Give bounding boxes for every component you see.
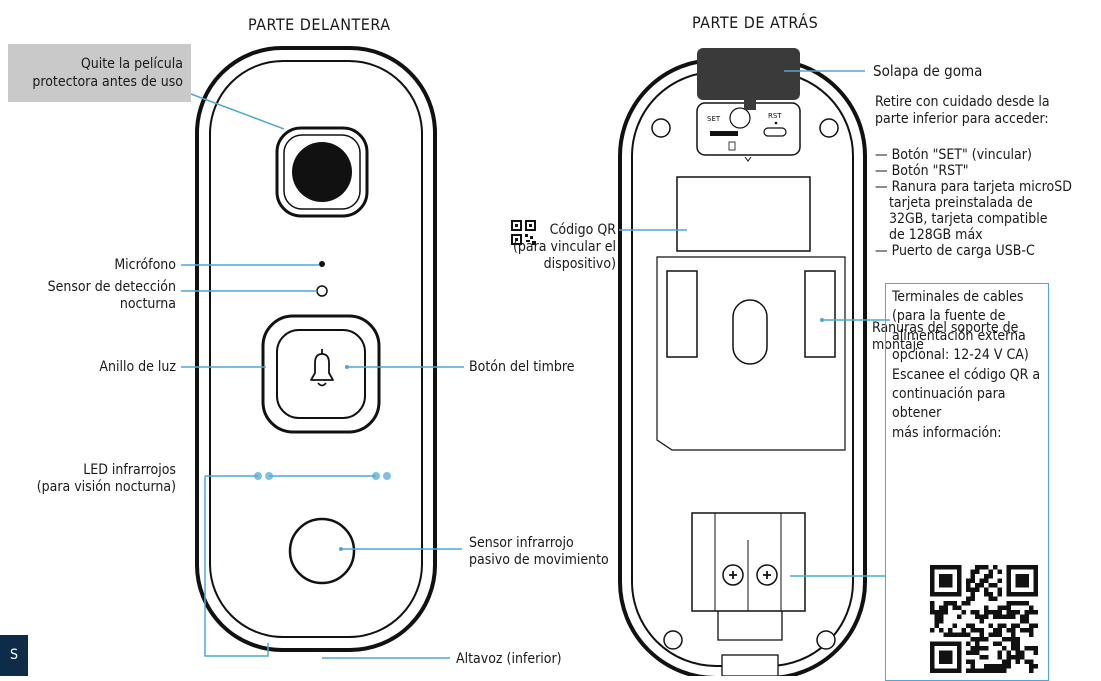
label-line: Código QR (549, 222, 616, 238)
mount-slot (804, 270, 836, 358)
wire-terminals-text: Terminales de cables (para la fuente de … (892, 288, 1047, 443)
back-device: SET RST (618, 48, 867, 676)
cable-channel (717, 611, 783, 641)
label-line: dispositivo) (543, 256, 616, 272)
box-line: (para la fuente de (892, 308, 1006, 325)
front-inner-shell (209, 60, 423, 638)
leader-endpoint (820, 318, 824, 322)
leader-endpoint (339, 547, 343, 551)
camera-bezel (283, 134, 361, 210)
corner-screw (663, 630, 683, 650)
corner-screw (819, 118, 839, 138)
box-line: opcional: 12-24 V CA) (892, 347, 1029, 364)
corner-tab: S (0, 635, 28, 676)
terminal-screw-icon (722, 564, 744, 586)
set-button (729, 107, 751, 129)
access-list: — Botón "SET" (vincular) — Botón "RST" —… (875, 147, 1090, 259)
label-line: Retire con cuidado desde la (875, 94, 1050, 110)
set-label: SET (707, 115, 721, 123)
qr-code-large (930, 565, 1041, 676)
light-ring (261, 314, 381, 434)
mount-bracket-frame (656, 256, 846, 451)
pir-sensor (288, 517, 356, 585)
bell-button-face (276, 329, 366, 419)
access-item: — Botón "SET" (vincular) (875, 147, 1032, 163)
ir-led (383, 472, 391, 480)
box-line: Terminales de cables (892, 289, 1024, 305)
cable-exit (721, 654, 779, 676)
night-sensor-label: Sensor de detección nocturna (48, 279, 176, 313)
leader-endpoint (345, 365, 349, 369)
box-line: alimentación externa (892, 327, 1026, 344)
label-line: Sensor infrarrojo (469, 535, 574, 551)
bell-icon (310, 349, 334, 387)
label-line: LED infrarrojos (83, 462, 176, 478)
usb-c-port (763, 127, 787, 137)
rubber-flap-label: Solapa de goma (873, 62, 983, 80)
label-line: montaje (872, 337, 924, 353)
wire-terminals-box: Terminales de cables (para la fuente de … (885, 283, 1049, 681)
label-line: Ranuras del soporte de (872, 320, 1019, 336)
protective-film-note: Quite la película protectora antes de us… (8, 44, 191, 102)
mount-slot (666, 270, 698, 358)
front-device (195, 46, 437, 652)
camera-lens (292, 142, 352, 202)
box-line: continuación para obtener (892, 386, 1006, 422)
mount-slots-label: Ranuras del soporte de montaje (872, 320, 1018, 354)
note-line: Quite la película (80, 56, 183, 72)
microphone-label: Micrófono (114, 257, 176, 273)
sd-card-icon (728, 141, 736, 151)
terminal-screw-icon (756, 564, 778, 586)
box-line: Escanee el código QR a (892, 366, 1041, 383)
back-header: PARTE DE ATRÁS (692, 13, 819, 32)
label-line: Sensor de detección (47, 279, 176, 295)
leader-lines (181, 70, 890, 659)
label-line: nocturna (119, 296, 176, 312)
access-item: — Ranura para tarjeta microSD (875, 179, 1072, 195)
night-sensor (316, 285, 328, 297)
bell-button-label: Botón del timbre (469, 359, 575, 375)
microsd-slot (710, 131, 738, 136)
access-item: — Puerto de carga USB-C (875, 243, 1035, 259)
label-line: pasivo de movimiento (469, 552, 609, 568)
speaker-label: Altavoz (inferior) (456, 651, 562, 667)
rst-label: RST (768, 112, 782, 120)
qr-label-area (676, 176, 811, 252)
mount-keyhole (732, 299, 768, 365)
microphone-hole (319, 261, 325, 267)
label-line: parte inferior para acceder: (875, 111, 1049, 127)
rst-button (774, 121, 778, 125)
qr-label: Código QR (para vincular el dispositivo) (513, 222, 616, 273)
flap-instructions: Retire con cuidado desde la parte inferi… (875, 94, 1050, 128)
corner-screw (651, 118, 671, 138)
label-line: (para visión nocturna) (36, 479, 176, 495)
light-ring-label: Anillo de luz (99, 359, 176, 375)
rubber-flap-tab (744, 98, 756, 110)
qr-code-icon (511, 220, 536, 245)
pir-sensor-label: Sensor infrarrojo pasivo de movimiento (469, 535, 609, 569)
sd-detail: tarjeta preinstalada de 32GB, tarjeta co… (889, 195, 1048, 243)
access-item: — Botón "RST" (875, 163, 969, 179)
box-line: más información: (892, 424, 1002, 441)
rubber-flap (697, 48, 800, 100)
note-line: protectora antes de uso (32, 74, 183, 90)
ir-led-label: LED infrarrojos (para visión nocturna) (37, 462, 176, 496)
label-line: (para vincular el (512, 239, 616, 255)
front-header: PARTE DELANTERA (248, 15, 391, 34)
corner-screw (816, 630, 836, 650)
